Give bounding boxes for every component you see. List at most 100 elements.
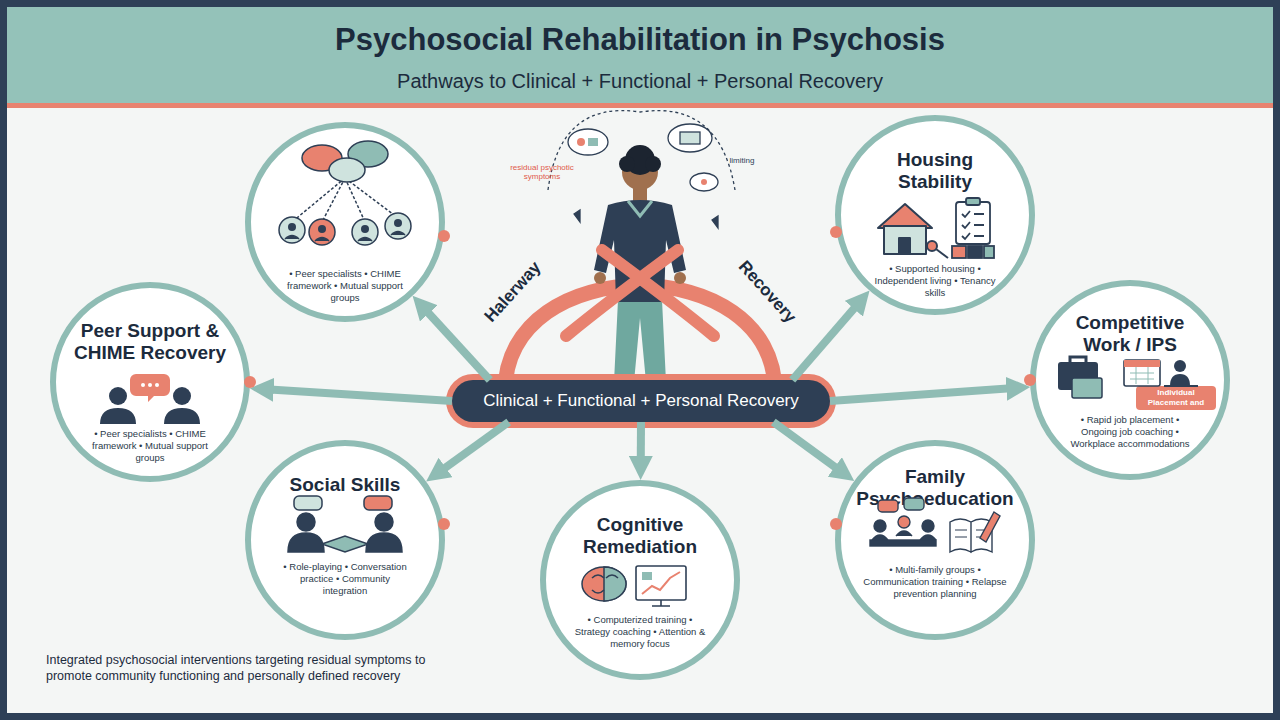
person-figure (594, 272, 606, 284)
header-band (7, 103, 1273, 108)
monitor-icon (652, 600, 670, 606)
intervention-circle: Cognitive Remediation • Computerized trai… (540, 480, 740, 680)
intervention-circle: • Peer specialists • CHIME framework • M… (245, 122, 445, 322)
peer-network-icon (329, 158, 365, 182)
person-figure (645, 156, 661, 172)
handshake-icon (294, 496, 322, 510)
connector-dot (244, 376, 256, 388)
family-group-icon (950, 519, 992, 552)
house-icon (899, 238, 910, 254)
arch-label: Recovery (734, 257, 800, 327)
family-group-icon (870, 540, 936, 546)
diagram-caption: Integrated psychosocial interventions ta… (46, 652, 466, 684)
calendar-icon (1130, 367, 1154, 384)
thought-bubble (574, 210, 580, 222)
checklist-icon (952, 246, 966, 258)
peer-pair-icon (100, 374, 200, 424)
pathway-arrow (792, 300, 862, 380)
peer-network-icon (309, 219, 335, 245)
house-icon (927, 241, 937, 251)
connector-dot (438, 230, 450, 242)
monitor-icon (642, 572, 652, 580)
peer-network-icon (279, 141, 411, 245)
peer-network-icon (352, 219, 378, 245)
family-group-icon (870, 498, 1000, 552)
ips-tag: Individual Placement and Support (1136, 386, 1216, 410)
node-body: • Multi-family groups • Communication tr… (862, 564, 1008, 600)
briefcase-icon (1058, 362, 1098, 390)
peer-pair-icon (148, 383, 152, 387)
thought-bubble (680, 132, 700, 144)
pathway-arrow (830, 388, 1018, 401)
person-figure (594, 145, 686, 382)
intervention-circle: Competitive Work / IPS• Rapid job placem… (1030, 280, 1230, 480)
handshake-icon (366, 533, 402, 552)
connector-dot (830, 518, 842, 530)
page-frame (7, 7, 1273, 713)
house-icon (878, 204, 932, 228)
peer-network-icon (292, 178, 398, 222)
symptom-note: residual psychotic symptoms (510, 163, 574, 181)
node-title: Cognitive Remediation (570, 514, 710, 558)
peer-network-icon (318, 225, 326, 233)
checklist-icon (952, 198, 994, 258)
node-body: • Computerized training • Strategy coach… (574, 614, 706, 650)
checklist-icon (966, 198, 980, 205)
house-icon (884, 226, 926, 254)
briefcase-icon (1058, 357, 1102, 398)
peer-network-icon (394, 219, 402, 227)
peer-network-icon (385, 213, 411, 239)
peer-pair-icon (141, 383, 145, 387)
peer-pair-icon (109, 387, 127, 405)
calendar-icon (1124, 360, 1160, 386)
peer-network-icon (279, 217, 305, 243)
family-group-icon (980, 512, 1000, 542)
peer-network-icon (288, 223, 296, 231)
person-figure (628, 201, 652, 216)
family-group-icon (898, 516, 910, 528)
family-group-icon (904, 498, 924, 510)
house-icon (936, 249, 948, 258)
node-title: Competitive Work / IPS (1055, 312, 1205, 356)
node-body: • Peer specialists • CHIME framework • M… (86, 428, 214, 464)
diagram-title: Psychosocial Rehabilitation in Psychosis (0, 22, 1280, 58)
intervention-circle: Peer Support & CHIME Recovery• Peer spec… (50, 282, 250, 482)
brain-icon (604, 567, 626, 601)
pathway-arrow (773, 422, 844, 474)
family-group-icon (872, 531, 936, 540)
brain-icon (582, 567, 626, 601)
house-icon (878, 204, 948, 258)
peer-network-icon (302, 145, 342, 171)
subtitle: Pathways to Clinical + Functional + Pers… (397, 70, 883, 93)
connector-dot (244, 226, 1036, 530)
peer-pair-icon (155, 383, 159, 387)
intervention-circle: Social Skills• Role-playing • Conversati… (245, 440, 445, 640)
family-group-icon (878, 500, 898, 512)
thought-bubble (577, 138, 585, 146)
person-figure (614, 300, 666, 382)
peer-pair-icon (130, 374, 170, 402)
node-body: • Supported housing • Independent living… (873, 263, 997, 299)
thought-bubble (712, 216, 718, 228)
header-band (7, 7, 1273, 108)
node-body: • Peer specialists • CHIME framework • M… (283, 268, 407, 304)
checklist-icon (956, 202, 990, 244)
recovery-cross (602, 250, 714, 336)
brain-icon (582, 567, 626, 601)
recovery-cross (566, 250, 714, 336)
pathway-arrow (436, 422, 509, 475)
briefcase-icon (1072, 378, 1102, 398)
briefcase-icon (1070, 357, 1086, 362)
calendar-icon (1124, 360, 1198, 386)
monitor-icon (636, 566, 686, 606)
thought-bubble (668, 124, 712, 152)
calendar-icon (1174, 360, 1186, 372)
peer-pair-icon (164, 408, 200, 424)
recovery-band: Clinical + Functional + Personal Recover… (452, 380, 830, 422)
tag-text: Individual Placement and Support (1137, 388, 1215, 418)
node-title: Social Skills (265, 474, 425, 496)
